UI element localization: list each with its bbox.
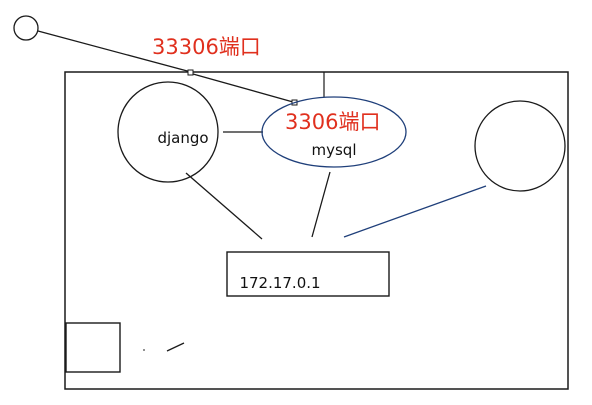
django-gateway-link [185,172,263,240]
mysql-container [261,96,407,168]
gateway-label: 172.17.0.1 [239,274,320,292]
host-port-marker [187,69,194,76]
docker-host-frame [64,71,569,390]
gateway-box [226,251,390,297]
container3-gateway-link [343,185,487,238]
host-circle [13,15,39,41]
frame-to-mysql-line [192,73,294,103]
django-label: django [157,129,208,147]
django-container [117,81,219,183]
mysql-gateway-link [311,171,331,238]
container-port-label: 3306端口 [285,110,380,134]
stray-dot [143,349,145,351]
stray-mark [166,342,185,352]
small-box [65,322,121,373]
host-to-frame-line [37,30,192,73]
mysql-label: mysql [312,141,357,159]
container-3 [474,100,566,192]
host-port-label: 33306端口 [152,35,261,59]
